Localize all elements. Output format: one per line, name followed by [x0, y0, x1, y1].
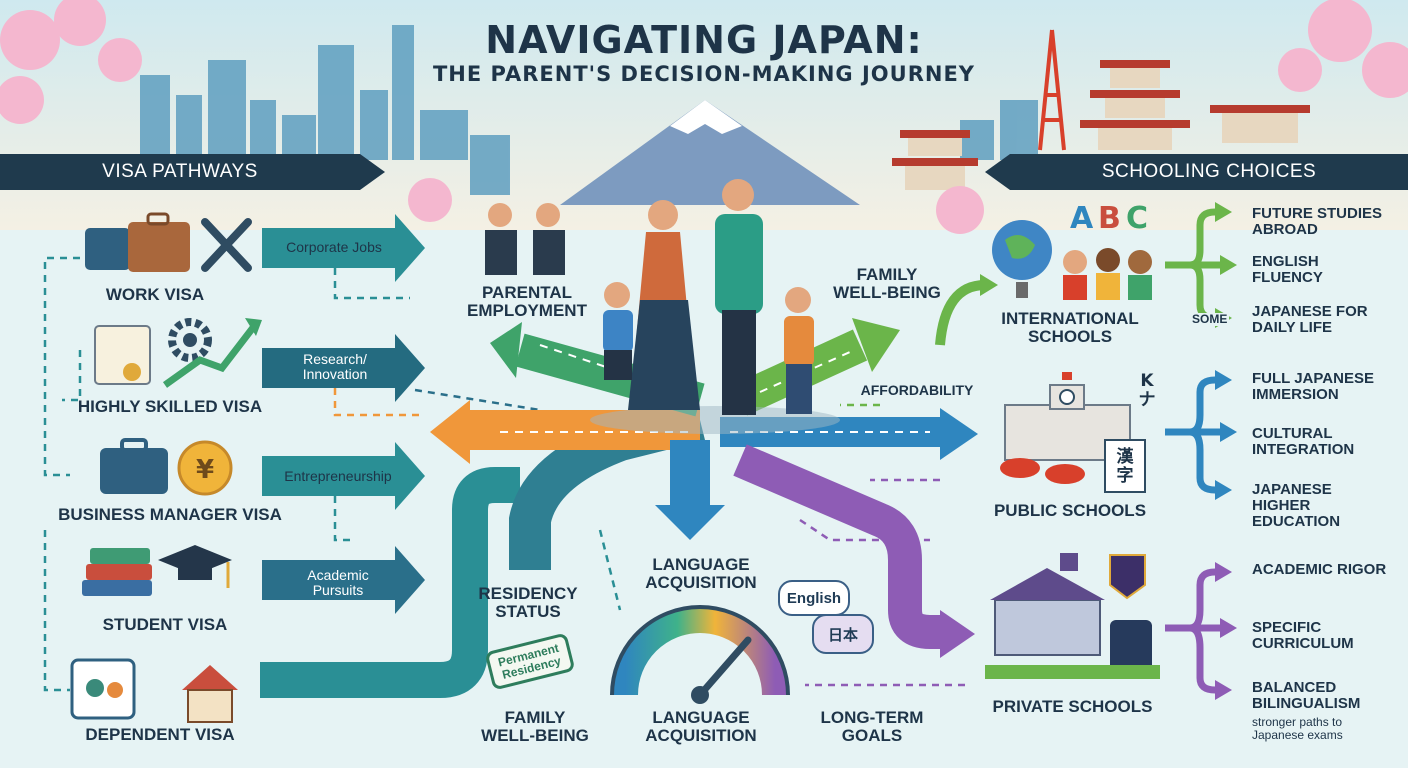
- family-wellbeing-bottom-label: Family Well-Being: [481, 708, 589, 745]
- business-manager-visa-label: Business Manager Visa: [58, 505, 282, 524]
- entrepreneurship-label: Entrepreneurship: [284, 468, 392, 484]
- visa-pathways-banner: Visa Pathways: [0, 154, 360, 190]
- corporate-jobs-arrow: [262, 214, 425, 282]
- down-arrowhead: [655, 505, 725, 540]
- green-right-head: [852, 318, 900, 372]
- outcome-cultural-integration: Cultural Integration: [1252, 425, 1355, 458]
- suitcase-icon: [85, 212, 190, 272]
- some-tag: Some: [1190, 312, 1230, 327]
- books-icon: [82, 548, 152, 596]
- outcome-future-studies: Future Studies Abroad: [1252, 205, 1383, 238]
- mount-fuji-icon: [560, 100, 860, 205]
- family-wellbeing-top-label: Family Well-Being: [833, 265, 941, 302]
- page-subtitle: The Parent's Decision-Making Journey: [432, 62, 975, 86]
- family-icon: [485, 179, 840, 434]
- tools-icon: [201, 218, 252, 272]
- private-school-icon: [985, 553, 1160, 679]
- abc-blocks-icon: A B C: [1070, 201, 1148, 236]
- svg-text:B: B: [1098, 201, 1121, 236]
- pagoda-icon: [892, 60, 1310, 190]
- private-schools-label: Private Schools: [992, 697, 1153, 716]
- dependent-visa-label: Dependent Visa: [85, 725, 235, 744]
- globe-icon: [992, 220, 1052, 298]
- japanese-speech-bubble: 日本: [812, 614, 874, 654]
- residency-status-label: Residency Status: [478, 584, 578, 621]
- visa-arrows: [262, 214, 425, 614]
- dashed-connectors: [43, 256, 965, 692]
- briefcase-icon: [100, 438, 168, 494]
- tokyo-tower-icon: [1038, 29, 1066, 151]
- work-visa-label: Work Visa: [105, 285, 205, 304]
- graduation-cap-icon: [158, 545, 232, 588]
- outcome-balanced-bilingualism: Balanced Bilingualism: [1252, 679, 1361, 712]
- purple-road: [733, 444, 940, 649]
- student-visa-label: Student Visa: [102, 615, 228, 634]
- speedometer-icon: [610, 605, 790, 704]
- svg-text:¥: ¥: [196, 455, 214, 485]
- public-branches: [1165, 376, 1220, 494]
- schooling-choices-banner: Schooling Choices: [1101, 161, 1317, 182]
- outcome-japanese-higher-education: Japanese Higher Education: [1252, 481, 1341, 530]
- research-arrow: [262, 334, 425, 402]
- language-acquisition-bottom-label: Language Acquisition: [645, 708, 757, 745]
- outcome-academic-rigor: Academic Rigor: [1252, 561, 1387, 578]
- certificate-icon: [94, 325, 151, 385]
- green-left-head: [490, 322, 522, 378]
- private-note: stronger paths to Japanese exams: [1252, 715, 1343, 743]
- city-skyline: [140, 25, 1038, 195]
- outcome-specific-curriculum: Specific Curriculum: [1252, 619, 1354, 652]
- private-branches: [1165, 568, 1220, 694]
- parental-employment-label: Parental Employment: [467, 283, 587, 320]
- long-term-goals-label: Long-Term Goals: [820, 708, 924, 745]
- outcome-english-fluency: English Fluency: [1252, 253, 1323, 286]
- outcome-japanese-daily-life: Japanese for Daily Life: [1252, 303, 1368, 336]
- page-title: Navigating Japan:: [485, 18, 923, 62]
- entrepreneurship-arrow: [262, 442, 425, 510]
- language-acquisition-top-label: Language Acquisition: [645, 555, 757, 592]
- research-innovation-label: Research/ Innovation: [302, 351, 368, 382]
- cherry-blossom-icon: [0, 0, 1408, 234]
- public-heads: [1215, 370, 1237, 500]
- academic-pursuits-label: Academic Pursuits: [307, 567, 369, 598]
- gear-icon: [162, 318, 262, 388]
- yen-coin-icon: ¥: [177, 440, 233, 496]
- svg-text:A: A: [1070, 201, 1094, 236]
- orange-arrowhead: [430, 400, 470, 464]
- outcome-full-immersion: Full Japanese Immersion: [1252, 370, 1374, 403]
- purple-arrowhead: [940, 610, 975, 658]
- kana-letters: K ナ: [1138, 371, 1156, 410]
- teal-road-from-dependent: [260, 467, 520, 698]
- id-card-icon: [70, 658, 136, 720]
- blue-arrowhead: [940, 408, 978, 460]
- international-schools-label: International Schools: [1001, 309, 1139, 346]
- public-schools-label: Public Schools: [993, 501, 1147, 520]
- school-building-icon: [1000, 372, 1146, 493]
- right-banner-shape: [985, 154, 1408, 190]
- highly-skilled-visa-label: Highly Skilled Visa: [77, 397, 263, 416]
- english-speech-bubble: English: [778, 580, 850, 616]
- affordability-label: Affordability: [860, 382, 974, 398]
- academic-arrow: [262, 546, 425, 614]
- private-heads: [1215, 562, 1237, 700]
- house-icon: [182, 665, 238, 723]
- corporate-jobs-label: Corporate Jobs: [286, 239, 382, 255]
- international-kids: [1063, 248, 1152, 300]
- svg-text:C: C: [1126, 201, 1148, 236]
- kanji-card: 漢字: [1116, 447, 1134, 486]
